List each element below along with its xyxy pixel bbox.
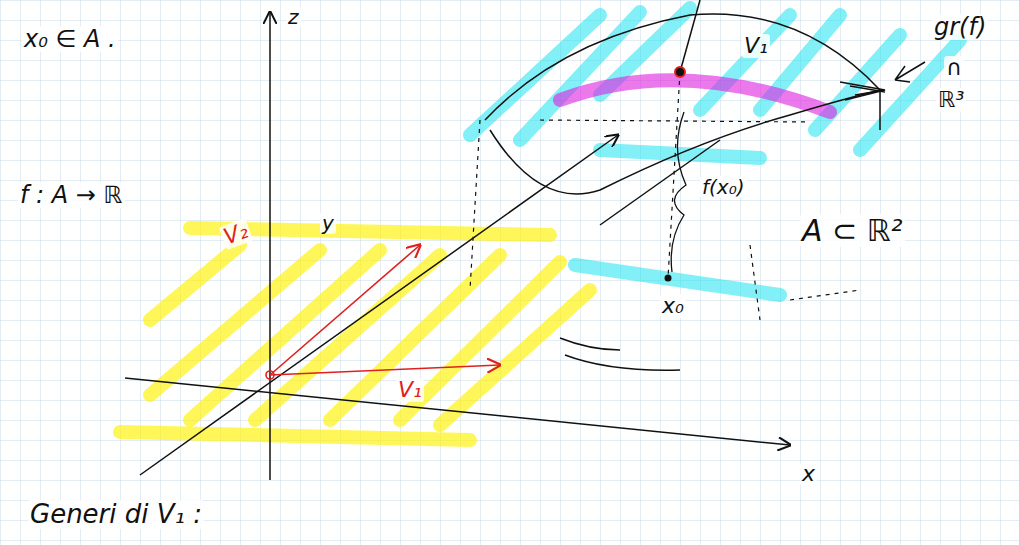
math-label: z [286,6,301,28]
math-label: V₁ [396,378,424,402]
graph-point [675,67,685,77]
math-label: V₁ [742,34,770,58]
projection-lines [470,72,860,320]
math-label: f : A → ℝ [18,182,125,208]
label-pointer [895,62,925,82]
basis-vectors [266,245,500,379]
curve-highlight [560,80,830,112]
math-label: gr(f) [932,14,988,40]
math-label: x [800,462,817,486]
math-label: y [320,212,336,234]
math-label: x₀ [660,294,686,318]
math-label: A ⊂ ℝ² [800,214,905,247]
math-label: x₀ ∈ A . [22,26,118,52]
axes [125,12,790,480]
math-label: Generi di V₁ : [28,500,204,529]
height-brace [671,112,686,272]
surface-outline [485,0,885,370]
base-point [665,275,672,282]
math-label: f(x₀) [700,176,747,198]
math-label: ℝ³ [936,88,966,112]
tangent-plane-highlight [470,8,960,295]
plane-highlight [120,228,590,440]
math-label: ∩ [944,56,964,80]
